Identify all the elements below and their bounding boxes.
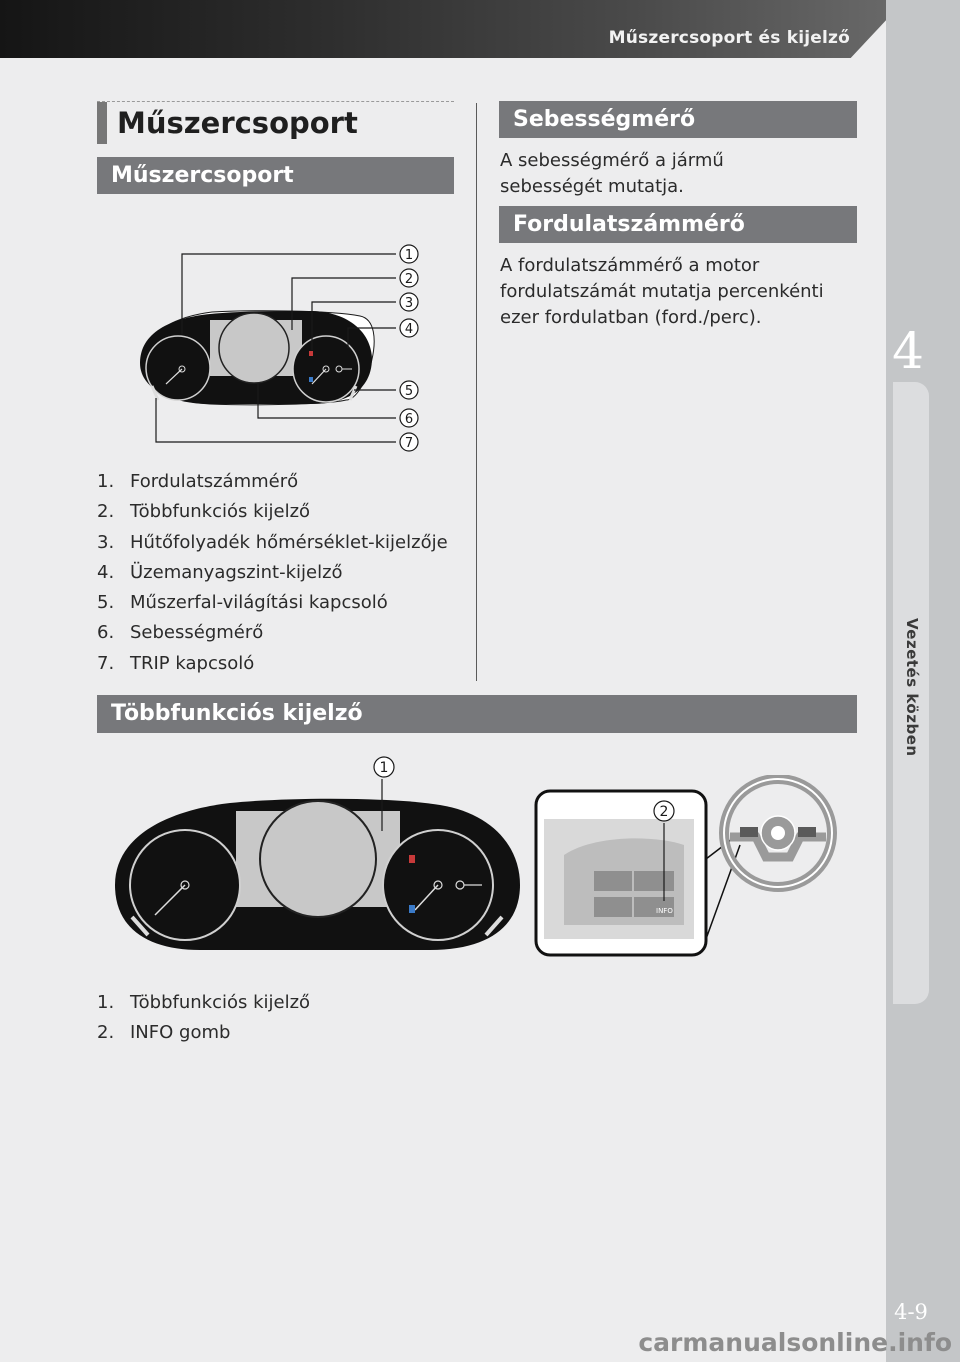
callout-2: 2 [405, 272, 413, 287]
chapter-number: 4 [892, 322, 924, 380]
list-item: 3.Hűtőfolyadék hőmérséklet-kijelzője [97, 531, 448, 553]
tachometer-text: A fordulatszámmérő a motor fordulatszámá… [500, 255, 824, 328]
section-heading-multi-display: Többfunkciós kijelző [97, 695, 857, 733]
callout-3: 3 [405, 296, 413, 311]
chapter-name: Vezetés közben [903, 618, 921, 757]
list-item: 7.TRIP kapcsoló [97, 652, 255, 674]
instrument-cluster-figure: 1 2 3 4 5 6 7 [140, 244, 419, 452]
list-item: 1.Fordulatszámmérő [97, 471, 299, 492]
list-item: 6.Sebességmérő [97, 622, 264, 644]
callout-1: 1 [405, 248, 413, 263]
callout-5: 5 [405, 384, 413, 399]
chapter-tab[interactable] [893, 382, 929, 1004]
list-item: 2.Többfunkciós kijelző [97, 501, 311, 523]
section-heading-speedometer: Sebességmérő [499, 101, 857, 138]
info-button-label: INFO [656, 907, 673, 915]
list-item: 5.Műszerfal-világítási kapcsoló [97, 592, 388, 614]
steering-wheel-figure: INFO 2 [534, 775, 837, 957]
page-number: 4-9 [894, 1300, 928, 1324]
list-item: 1.Többfunkciós kijelző [97, 992, 311, 1013]
header-title: Műszercsoport és kijelző [608, 28, 850, 48]
callout-1: 1 [380, 760, 389, 776]
main-title: Műszercsoport [97, 101, 454, 144]
column-divider [476, 103, 477, 681]
list-item: 4.Üzemanyagszint-kijelző [97, 561, 343, 583]
main-title-text: Műszercsoport [117, 106, 358, 140]
multi-display-cluster-figure: 1 [115, 756, 520, 950]
speedometer-text: A sebességmérő a jármű sebességét mutatj… [500, 150, 724, 197]
callout-7: 7 [405, 436, 413, 451]
multi-display-list: 1.Többfunkciós kijelző 2.INFO gomb [97, 988, 310, 1049]
section-heading-cluster: Műszercsoport [97, 157, 454, 194]
section-heading-tachometer: Fordulatszámmérő [499, 206, 857, 243]
header-bar [0, 0, 905, 58]
title-accent-bar [97, 102, 107, 144]
cluster-parts-list: 1.Fordulatszámmérő 2.Többfunkciós kijelz… [97, 467, 448, 679]
callout-4: 4 [405, 322, 413, 337]
list-item: 2.INFO gomb [97, 1022, 231, 1044]
callout-6: 6 [405, 412, 413, 427]
watermark: carmanualsonline.info [638, 1328, 952, 1357]
callout-2: 2 [660, 804, 669, 820]
